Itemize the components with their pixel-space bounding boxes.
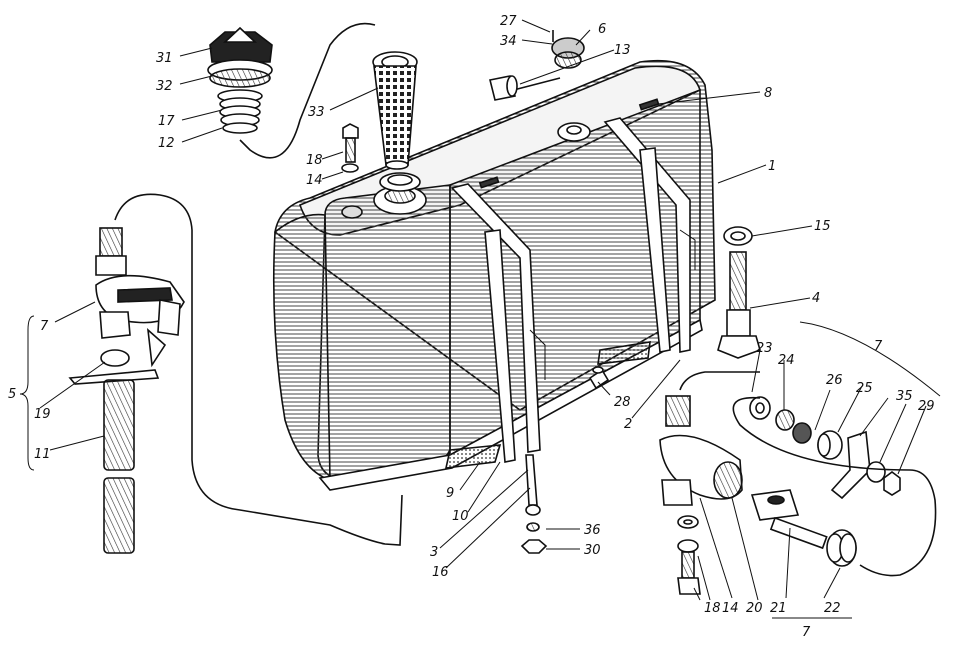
- right-valve-assembly: [659, 395, 743, 506]
- label-4: 4: [812, 291, 820, 306]
- filler-strainer: [372, 51, 418, 170]
- label-36: 36: [584, 523, 601, 538]
- label-19: 19: [34, 407, 51, 422]
- label-5: 5: [8, 387, 16, 402]
- label-2: 2: [624, 417, 632, 432]
- drain-plug: [588, 366, 610, 390]
- label-16: 16: [432, 565, 449, 580]
- label-17: 17: [158, 114, 175, 129]
- valve-kit-parts: [749, 396, 901, 500]
- label-27: 27: [500, 14, 517, 29]
- label-7-bottom: 7: [802, 625, 811, 640]
- label-28: 28: [614, 395, 631, 410]
- label-7-left: 7: [40, 319, 49, 334]
- cap-spring: [217, 89, 263, 134]
- outlet-pipe: [717, 226, 761, 359]
- filler-cap: [207, 26, 273, 88]
- label-14-bottom: 14: [722, 601, 739, 616]
- label-31: 31: [156, 51, 173, 66]
- label-20: 20: [746, 601, 763, 616]
- label-23: 23: [756, 341, 773, 356]
- spring-22: [826, 529, 857, 567]
- label-22: 22: [824, 601, 841, 616]
- label-12: 12: [158, 136, 175, 151]
- bottom-bolt: [677, 515, 701, 595]
- label-35: 35: [896, 389, 913, 404]
- label-24: 24: [778, 353, 795, 368]
- label-29: 29: [918, 399, 935, 414]
- label-7-kit: 7: [874, 339, 883, 354]
- label-3: 3: [430, 545, 438, 560]
- label-8: 8: [764, 86, 772, 101]
- label-18-top: 18: [306, 153, 323, 168]
- tank-strap-left: [444, 183, 546, 469]
- label-26: 26: [826, 373, 843, 388]
- part-number-labels: 31 32 17 12 33 18 14 27 34 6 13 8 1 15 4…: [8, 14, 935, 640]
- label-10: 10: [452, 509, 469, 524]
- label-15: 15: [814, 219, 831, 234]
- fuel-hose-11: [103, 379, 135, 554]
- strap-bolt: [520, 454, 548, 554]
- label-33: 33: [308, 105, 325, 120]
- label-14-top: 14: [306, 173, 323, 188]
- label-25: 25: [856, 381, 873, 396]
- bolt-top: [341, 123, 359, 173]
- label-11: 11: [34, 447, 51, 462]
- tank-strap-right: [597, 117, 696, 365]
- label-21: 21: [770, 601, 787, 616]
- fuel-tank-body: [272, 59, 716, 491]
- label-1: 1: [768, 159, 776, 174]
- label-18-bottom: 18: [704, 601, 721, 616]
- label-13: 13: [614, 43, 631, 58]
- label-6: 6: [598, 22, 606, 37]
- label-34: 34: [500, 34, 517, 49]
- label-9: 9: [446, 486, 454, 501]
- left-valve-assembly: [95, 227, 185, 368]
- assembly-paths: [114, 22, 937, 577]
- label-30: 30: [584, 543, 601, 558]
- label-32: 32: [156, 79, 173, 94]
- clamp-19: [68, 349, 160, 385]
- valve-stem-21: [750, 489, 828, 550]
- leader-lines: [19, 19, 941, 619]
